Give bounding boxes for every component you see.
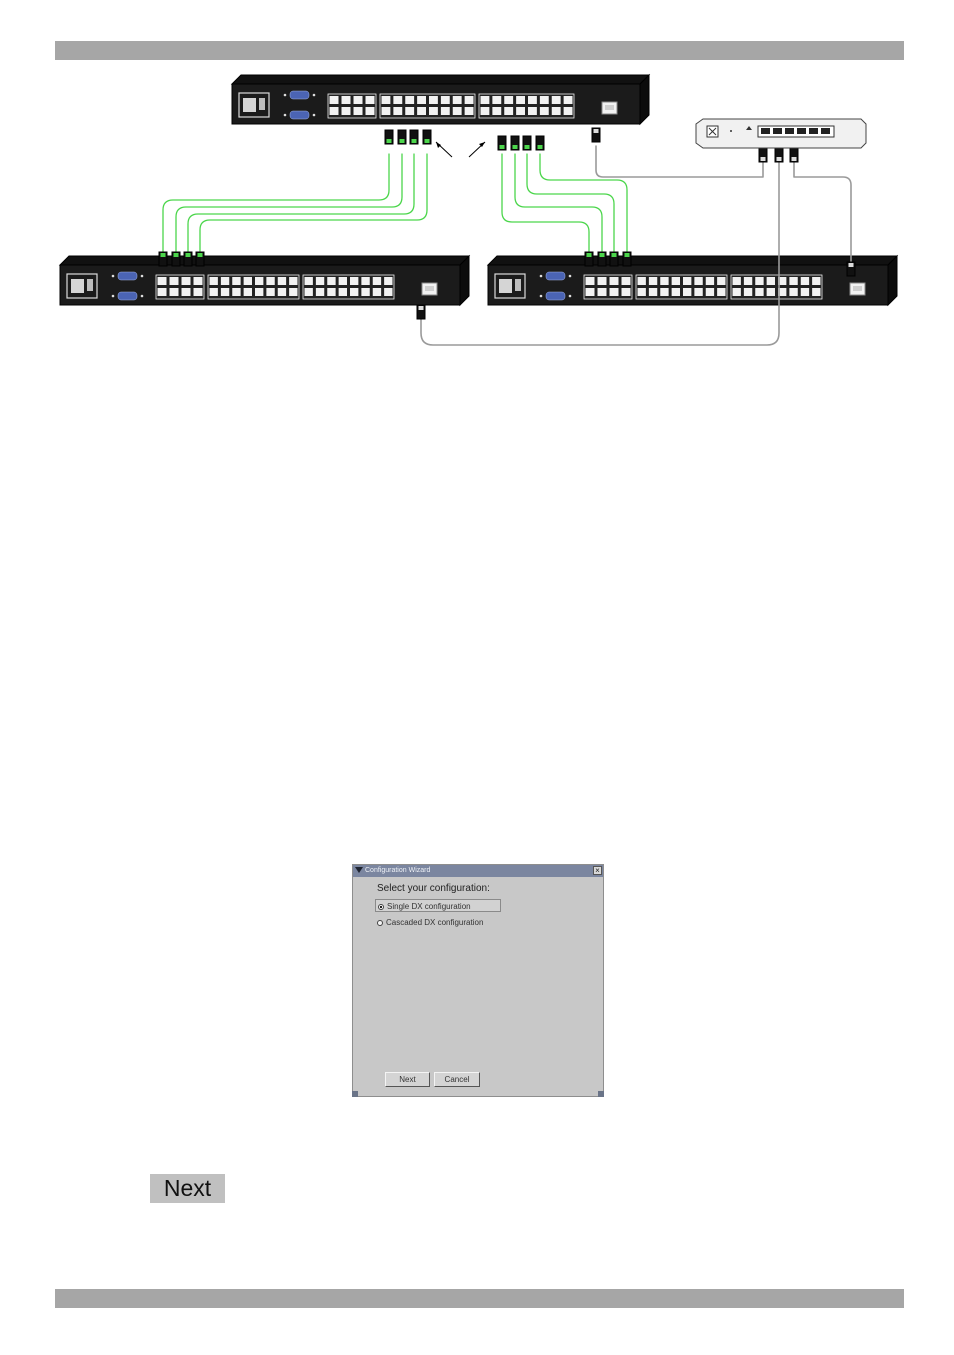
switch-port-icon [797, 128, 806, 134]
cable-plug-icon [775, 148, 783, 162]
dialog-prompt: Select your configuration: [377, 883, 490, 894]
serial-port-icon [546, 292, 565, 300]
cable-plug-icon [585, 252, 593, 266]
cable-plug-icon [847, 262, 855, 276]
radio-selected-icon[interactable] [378, 904, 384, 910]
dialog-title: Configuration Wizard [365, 865, 430, 877]
next-button[interactable]: Next [385, 1072, 430, 1087]
cascade-wiring-diagram [0, 60, 954, 360]
page-header-bar [55, 41, 904, 60]
cable [176, 154, 402, 252]
cable-plug-icon [184, 252, 192, 266]
cable-plug-icon [623, 252, 631, 266]
cable-plug-icon [598, 252, 606, 266]
serial-port-icon [546, 272, 565, 280]
cable-plug-icon [410, 130, 418, 144]
cable-plug-icon [159, 252, 167, 266]
power-switch-icon [515, 279, 521, 291]
cable-plug-icon [592, 128, 600, 142]
power-switch-icon [259, 98, 265, 110]
cable [188, 154, 414, 252]
cable-plug-icon [536, 136, 544, 150]
close-icon[interactable]: × [593, 866, 602, 875]
cable-plug-icon [172, 252, 180, 266]
serial-port-icon [290, 91, 309, 99]
cable-plug-icon [610, 252, 618, 266]
cable [794, 162, 851, 262]
cancel-button[interactable]: Cancel [434, 1072, 480, 1087]
kvm-unit-slave-1 [60, 256, 469, 305]
switch-port-icon [773, 128, 782, 134]
cable-plug-icon [511, 136, 519, 150]
power-switch-icon [87, 279, 93, 291]
option-label: Cascaded DX configuration [386, 918, 483, 927]
switch-port-icon [785, 128, 794, 134]
network-switch [696, 119, 866, 148]
resize-corner-icon[interactable] [598, 1091, 604, 1097]
switch-port-icon [809, 128, 818, 134]
cable-plug-icon [417, 305, 425, 319]
cable-plug-icon [385, 130, 393, 144]
cable-plug-icon [423, 130, 431, 144]
resize-corner-icon[interactable] [352, 1091, 358, 1097]
radio-unselected-icon[interactable] [377, 920, 383, 926]
page-footer-bar [55, 1289, 904, 1308]
cable-plug-icon [398, 130, 406, 144]
switch-port-icon [821, 128, 830, 134]
kvm-unit-slave-2 [488, 256, 897, 305]
cable-plug-icon [790, 148, 798, 162]
cable [163, 154, 389, 252]
kvm-unit-master [232, 75, 649, 124]
serial-port-icon [118, 272, 137, 280]
cascaded-dx-option[interactable]: Cascaded DX configuration [375, 916, 483, 929]
single-dx-option[interactable]: Single DX configuration [375, 899, 501, 912]
next-button-illustration: Next [150, 1174, 225, 1203]
switch-port-icon [761, 128, 770, 134]
option-label: Single DX configuration [387, 902, 471, 911]
dialog-titlebar[interactable]: Configuration Wizard × [353, 865, 603, 877]
window-menu-icon[interactable] [355, 867, 363, 873]
cable-plug-icon [759, 148, 767, 162]
cable-plug-icon [196, 252, 204, 266]
cable-plug-icon [523, 136, 531, 150]
serial-port-icon [290, 111, 309, 119]
cable [596, 146, 763, 177]
cable [200, 154, 427, 252]
configuration-wizard-dialog: Configuration Wizard × Select your confi… [352, 864, 604, 1097]
serial-port-icon [118, 292, 137, 300]
cable-plug-icon [498, 136, 506, 150]
